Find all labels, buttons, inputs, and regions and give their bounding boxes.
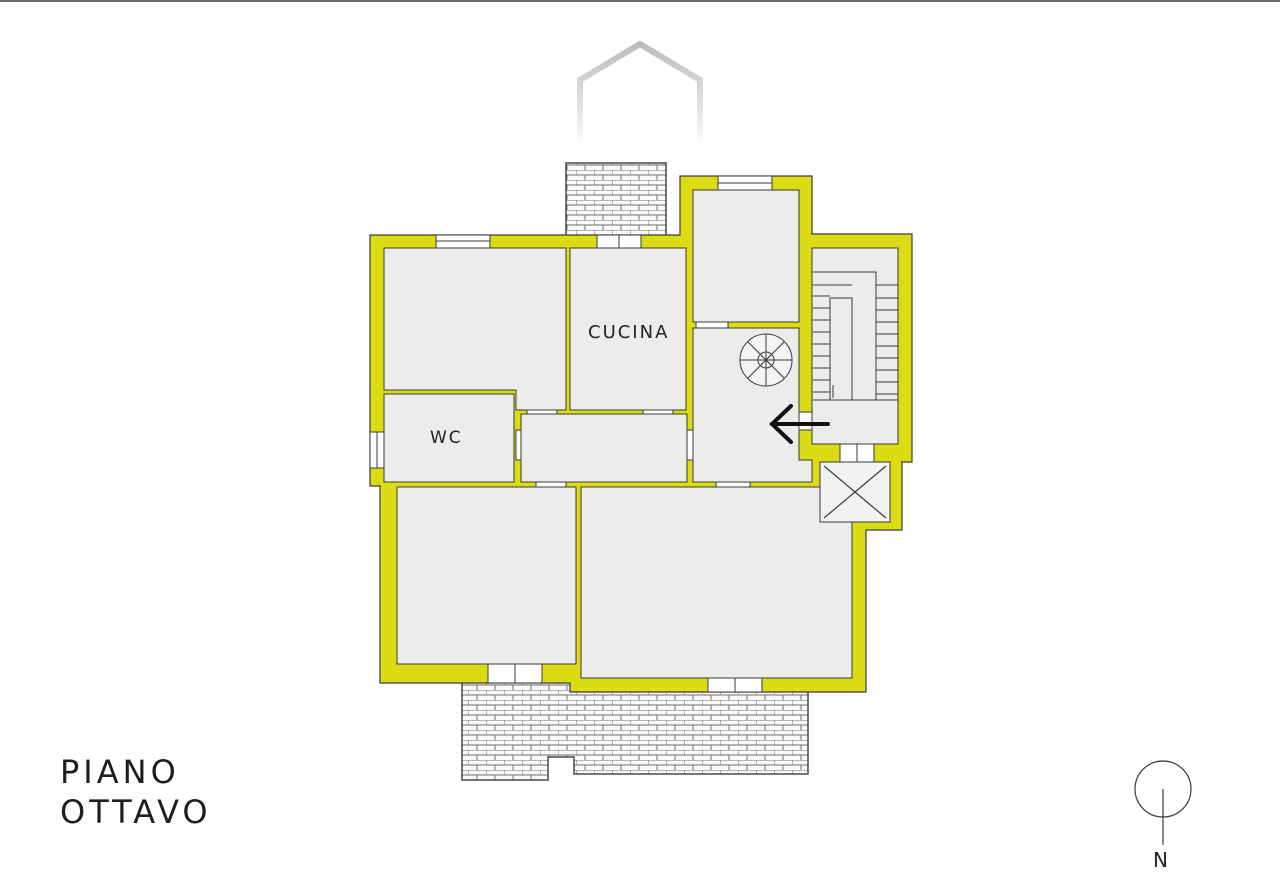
floor-title-line1: PIANO [60,753,180,791]
top-rule [0,0,1280,2]
room-kitchen [569,247,687,411]
room-bedroom-nw [383,247,567,411]
windows [369,175,773,693]
north-label: N [1153,848,1168,872]
spiral-stair [739,333,793,387]
bottom-terrace [461,677,809,781]
staircase [813,271,898,401]
room-north-small [692,189,800,323]
room-label-kitchen: CUCINA [588,322,670,343]
room-living [580,486,853,679]
room-bedroom-sw [396,486,577,665]
room-corridor [520,413,688,483]
top-terrace [565,162,667,237]
watermark-logo [577,40,703,150]
north-compass-icon [1134,760,1192,845]
room-wc [383,393,515,483]
lift-icon [823,465,887,519]
room-label-wc: WC [430,428,463,448]
entrance-arrow-icon [769,404,830,444]
floor-title: PIANO OTTAVO [60,752,220,832]
floor-title-line2: OTTAVO [60,793,212,831]
doors [515,321,875,488]
